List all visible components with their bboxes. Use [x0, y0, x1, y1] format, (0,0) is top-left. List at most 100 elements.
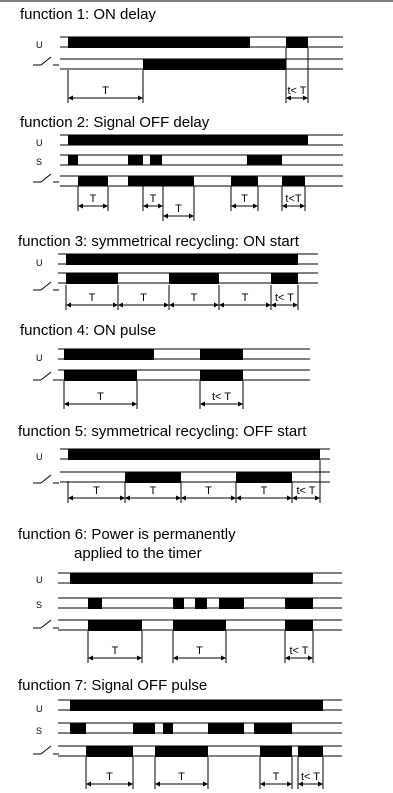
arrow-head [303, 95, 308, 101]
signal-high-bar [125, 472, 181, 483]
signal-high-bar [150, 155, 162, 165]
function-title: function 7: Signal OFF pulse [18, 677, 207, 694]
signal-high-bar [286, 37, 308, 48]
contact-symbol [40, 173, 52, 183]
arrow-head [231, 203, 236, 209]
signal-high-bar [173, 598, 184, 609]
interval-label: T [140, 292, 147, 304]
function-3-diagram: function 3: symmetrical recycling: ON st… [18, 233, 318, 310]
arrow-head [181, 495, 186, 501]
interval-label: T [106, 771, 113, 783]
interval-label: T [196, 645, 203, 657]
arrow-head [286, 95, 291, 101]
signal-high-bar [200, 370, 243, 381]
arrow-head [103, 203, 108, 209]
signal-high-bar [128, 155, 143, 165]
signal-high-bar [66, 273, 118, 284]
arrow-head [271, 302, 276, 308]
signal-high-bar [70, 573, 313, 584]
signal-high-bar [66, 254, 298, 265]
arrow-head [88, 655, 93, 661]
signal-high-bar [173, 620, 226, 631]
signal-high-bar [163, 723, 173, 734]
arrow-head [203, 781, 208, 787]
interval-label: T [273, 771, 280, 783]
function-title: function 4: ON pulse [20, 322, 156, 339]
interval-label: T [102, 85, 109, 97]
signal-high-bar [78, 176, 108, 186]
interval-label: T [112, 645, 119, 657]
signal-high-bar [231, 176, 258, 186]
interval-label: t< T [287, 85, 306, 97]
arrow-head [200, 401, 205, 407]
interval-label: T [178, 771, 185, 783]
interval-label: T [241, 193, 248, 205]
signal-high-bar [236, 472, 292, 483]
arrow-head [143, 203, 148, 209]
arrow-head [176, 495, 181, 501]
signal-high-bar [68, 449, 320, 460]
row-label: U [36, 575, 43, 585]
arrow-head [155, 781, 160, 787]
signal-high-bar [88, 620, 142, 631]
row-label: U [36, 452, 43, 462]
arrow-head [68, 495, 73, 501]
arrow-head [315, 495, 320, 501]
function-5-diagram: function 5: symmetrical recycling: OFF s… [18, 423, 330, 503]
signal-high-bar [254, 723, 292, 734]
signal-high-bar [169, 273, 219, 284]
arrow-head [260, 781, 265, 787]
row-label: U [36, 138, 43, 148]
arrow-head [287, 495, 292, 501]
interval-label: T [191, 292, 198, 304]
function-title: function 6: Power is permanently [18, 526, 236, 543]
arrow-head [293, 302, 298, 308]
signal-high-bar [70, 700, 323, 711]
arrow-head [86, 781, 91, 787]
row-label: S [36, 157, 42, 167]
function-6-diagram: function 6: Power is permanentlyapplied … [18, 526, 342, 663]
interval-label: T [97, 391, 104, 403]
arrow-head [298, 781, 303, 787]
arrow-head [219, 302, 224, 308]
interval-label: t< T [289, 645, 308, 657]
signal-high-bar [282, 176, 305, 186]
function-title: function 5: symmetrical recycling: OFF s… [18, 423, 307, 440]
arrow-head [318, 781, 323, 787]
signal-high-bar [155, 746, 208, 757]
function-title: function 1: ON delay [20, 6, 156, 23]
arrow-head [120, 495, 125, 501]
signal-high-bar [208, 723, 244, 734]
signal-high-bar [64, 349, 154, 360]
interval-label: T [89, 292, 96, 304]
arrow-head [173, 655, 178, 661]
arrow-head [68, 95, 73, 101]
arrow-head [164, 302, 169, 308]
arrow-head [189, 213, 194, 219]
signal-high-bar [285, 598, 313, 609]
interval-label: t<T [285, 193, 301, 205]
row-label: U [36, 353, 43, 363]
signal-high-bar [298, 746, 323, 757]
signal-high-bar [260, 746, 292, 757]
arrow-head [125, 495, 130, 501]
arrow-head [138, 95, 143, 101]
interval-label: T [205, 485, 212, 497]
contact-symbol [40, 56, 52, 66]
contact-symbol [40, 281, 52, 291]
arrow-head [292, 495, 297, 501]
arrow-head [236, 495, 241, 501]
arrow-head [308, 655, 313, 661]
arrow-head [285, 655, 290, 661]
signal-high-bar [68, 155, 78, 165]
interval-label: t< T [296, 485, 315, 497]
signal-high-bar [219, 598, 244, 609]
arrow-head [287, 781, 292, 787]
arrow-head [137, 655, 142, 661]
signal-high-bar [86, 746, 133, 757]
arrow-head [266, 302, 271, 308]
signal-high-bar [271, 273, 298, 284]
